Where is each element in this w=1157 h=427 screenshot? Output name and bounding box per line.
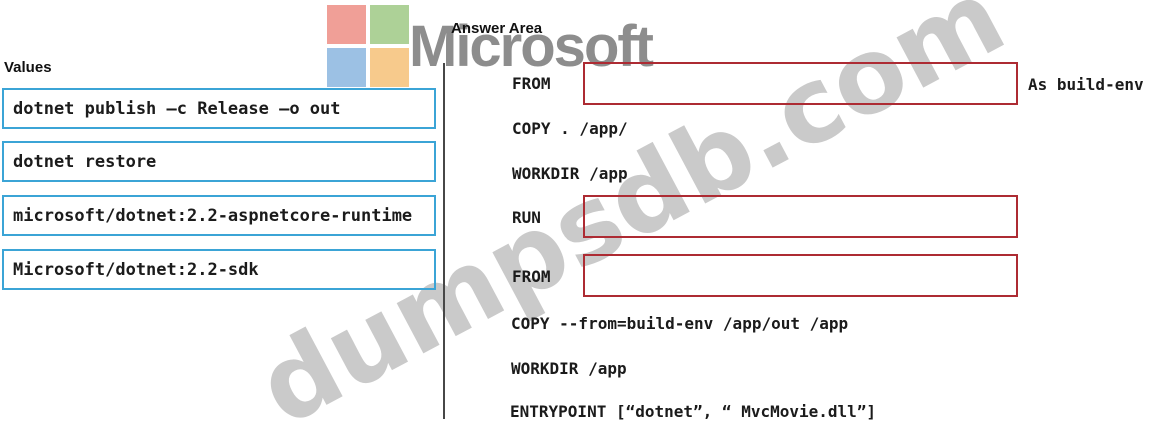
logo-square-blue-icon [327,48,366,87]
instruction-run-label: RUN [512,208,541,227]
instruction-entrypoint-label: ENTRYPOINT [“dotnet”, “ MvcMovie.dll”] [510,402,877,421]
value-item-aspnetcore-runtime-image[interactable]: microsoft/dotnet:2.2-aspnetcore-runtime [2,195,436,236]
microsoft-logo-icon [327,5,409,87]
instruction-workdir-2-label: WORKDIR /app [511,359,627,378]
drop-zone-run[interactable] [583,195,1018,238]
drop-zone-from-1[interactable] [583,62,1018,105]
value-item-dotnet-publish[interactable]: dotnet publish –c Release –o out [2,88,436,129]
value-item-sdk-image[interactable]: Microsoft/dotnet:2.2-sdk [2,249,436,290]
as-build-env-label: As build-env [1028,75,1144,94]
logo-square-orange-icon [370,48,409,87]
answer-area-title: Answer Area [451,20,543,37]
drop-zone-from-2[interactable] [583,254,1018,297]
instruction-workdir-1-label: WORKDIR /app [512,164,628,183]
values-panel-title: Values [4,59,52,76]
logo-square-red-icon [327,5,366,44]
instruction-copy-app-label: COPY . /app/ [512,119,628,138]
value-item-dotnet-restore[interactable]: dotnet restore [2,141,436,182]
instruction-from-2-label: FROM [512,267,551,286]
microsoft-wordmark-watermark: Microsoft [409,14,654,79]
instruction-copy-from-build-env-label: COPY --from=build-env /app/out /app [511,314,849,333]
instruction-from-1-label: FROM [512,74,551,93]
logo-square-green-icon [370,5,409,44]
column-divider [443,63,445,419]
